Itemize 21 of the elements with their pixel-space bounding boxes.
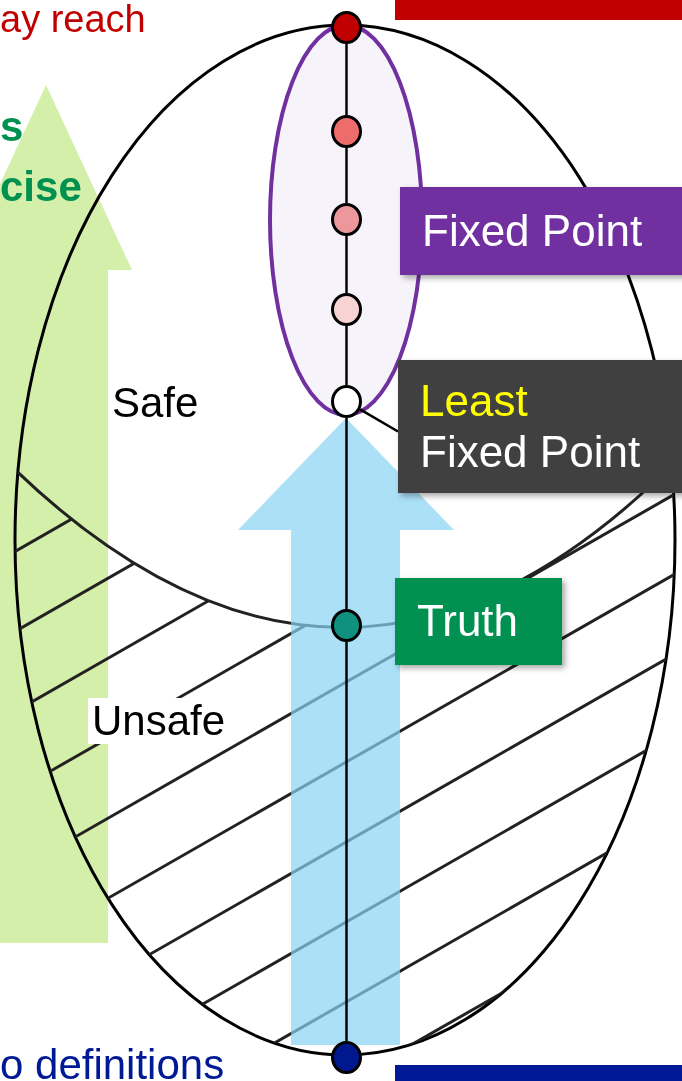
- connector-line: [359, 408, 399, 433]
- connector-line: [345, 236, 348, 293]
- box-text: Truth: [417, 596, 520, 647]
- box-text: Least: [420, 375, 529, 427]
- box-text: Fixed Point: [420, 426, 642, 478]
- connector-line: [345, 418, 348, 609]
- region-label: Safe: [112, 382, 199, 424]
- label-box: [398, 360, 682, 493]
- connector-line: [345, 44, 348, 115]
- side-text: s: [0, 106, 24, 148]
- connector-line: [345, 148, 348, 203]
- side-text: cise: [0, 166, 82, 208]
- connector-line: [345, 642, 348, 1041]
- box-text: Fixed Point: [422, 205, 644, 257]
- heading-text: ay reach: [0, 0, 146, 38]
- label-box: [400, 187, 682, 275]
- connector-line: [345, 326, 348, 385]
- point-dot: [331, 11, 362, 44]
- footer-text: o definitions: [0, 1044, 225, 1081]
- label-box: [395, 578, 562, 665]
- point-dot: [331, 1041, 362, 1074]
